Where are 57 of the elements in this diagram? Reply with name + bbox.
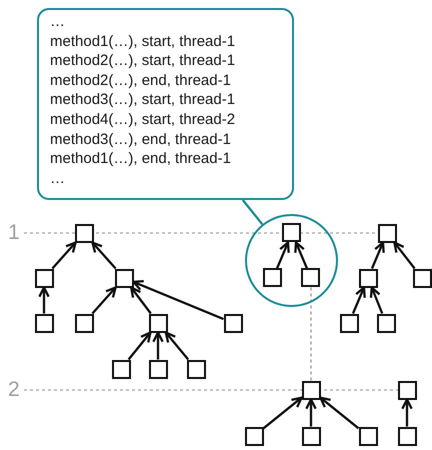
arrow	[352, 286, 366, 314]
arrow	[130, 286, 152, 314]
arrow	[164, 331, 190, 360]
arrow	[370, 286, 384, 314]
log-line: …	[50, 12, 65, 32]
log-line: method1(…), start, thread-1	[50, 32, 236, 52]
square-node	[378, 224, 396, 242]
arrow	[52, 241, 77, 270]
log-line: method3(…), end, thread-1	[50, 130, 231, 150]
square-node	[340, 314, 358, 332]
square-node	[186, 360, 206, 378]
square-node	[302, 426, 320, 446]
log-line: method4(…), start, thread-2	[50, 110, 236, 130]
log-line: method3(…), start, thread-1	[50, 90, 236, 110]
dashed-connector	[310, 288, 312, 380]
square-node	[302, 380, 320, 400]
square-node	[224, 314, 242, 332]
arrow	[370, 241, 385, 269]
level-number: 2	[8, 379, 20, 401]
arrow	[393, 241, 416, 270]
square-node	[398, 380, 416, 400]
log-line: …	[50, 168, 65, 188]
square-node	[148, 360, 168, 378]
arrow	[132, 280, 224, 320]
arrow	[92, 286, 117, 314]
square-node	[74, 224, 94, 242]
square-node	[376, 314, 396, 332]
arrow	[128, 331, 152, 360]
arrow	[294, 241, 308, 269]
arrow	[305, 398, 317, 426]
square-node	[398, 426, 416, 446]
square-node	[358, 426, 378, 446]
square-node	[301, 268, 320, 287]
square-node	[412, 268, 432, 288]
arrow	[91, 241, 116, 270]
log-line: method2(…), end, thread-1	[50, 70, 231, 90]
arrow	[276, 241, 290, 269]
arrow	[401, 398, 413, 426]
arrow	[262, 396, 303, 430]
square-node	[34, 268, 54, 288]
arrow	[38, 286, 50, 314]
square-node	[244, 426, 264, 446]
log-line: method2(…), start, thread-1	[50, 51, 236, 71]
square-node	[112, 360, 130, 378]
highlight-circle	[245, 214, 338, 307]
log-line: method1(…), end, thread-1	[50, 149, 231, 169]
square-node	[148, 314, 168, 332]
square-node	[114, 268, 134, 288]
callout-bubble	[37, 8, 294, 200]
square-node	[358, 268, 378, 288]
arrow	[152, 331, 164, 360]
square-node	[282, 223, 301, 242]
arrow	[319, 396, 360, 430]
square-node	[263, 268, 282, 287]
square-node	[74, 314, 94, 332]
level-number: 1	[8, 222, 20, 244]
square-node	[34, 314, 54, 332]
